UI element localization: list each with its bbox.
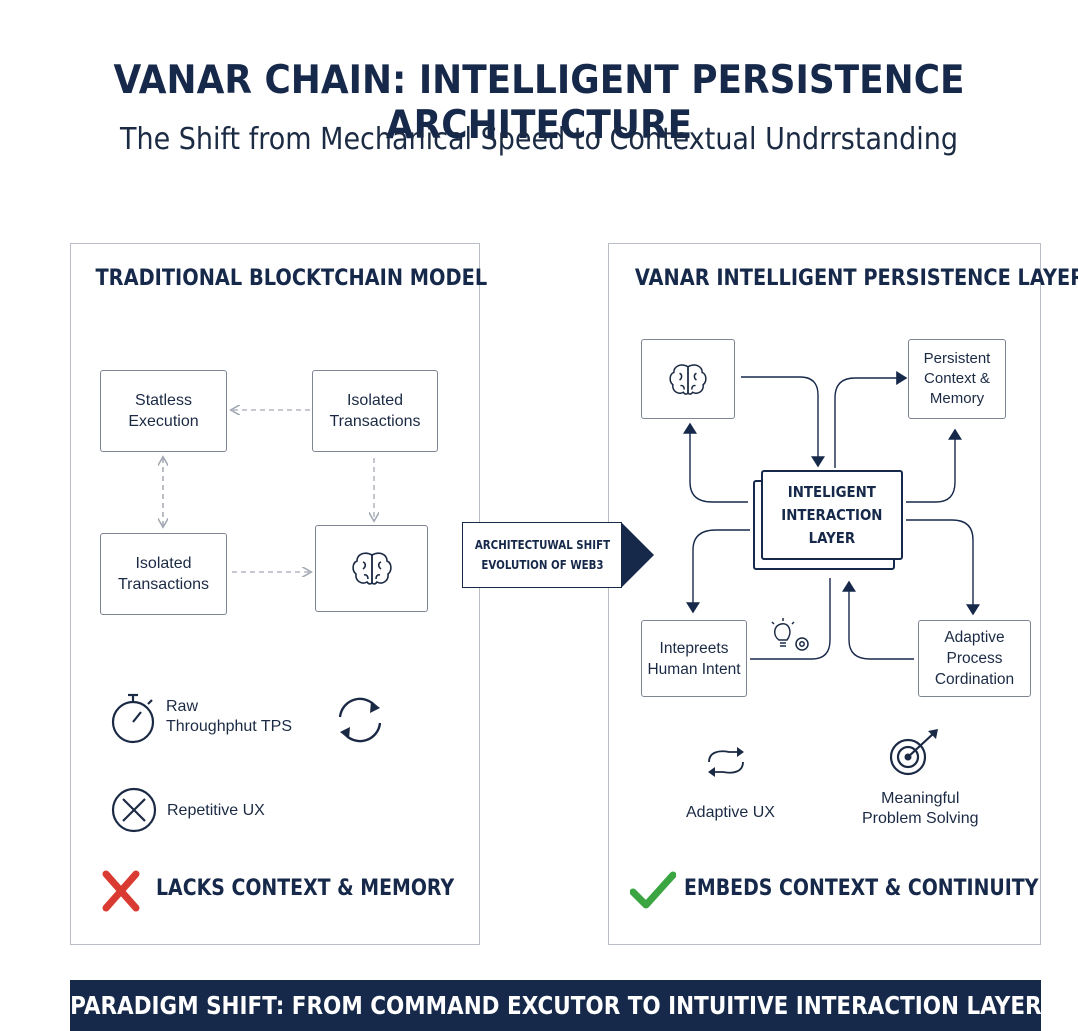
architectural-shift-box: ARCHITECTUWAL SHIFT EVOLUTION OF WEB3 xyxy=(462,522,622,588)
paradigm-shift-text: PARADIGM SHIFT: FROM COMMAND EXCUTOR TO … xyxy=(69,991,1042,1020)
interprets-intent-label: Intepreets Human Intent xyxy=(647,639,741,678)
green-check-icon xyxy=(630,871,676,909)
persistent-context-label: Persistent Context & Memory xyxy=(923,350,991,407)
shift-arrow-icon xyxy=(621,522,654,588)
isolated-transactions-label-bottom: Isolated Transactions xyxy=(118,555,209,593)
stateless-execution-label: Statless Execution xyxy=(128,392,199,430)
red-cross-icon xyxy=(102,870,140,912)
interprets-intent-node: Intepreets Human Intent xyxy=(641,620,747,697)
traditional-panel-title: TRADITIONAL BLOCKTCHAIN MODEL xyxy=(95,266,488,291)
adaptive-process-node: Adaptive Process Cordination xyxy=(918,620,1031,697)
vanar-panel-title: VANAR INTELLIGENT PERSISTENCE LAYER xyxy=(634,266,1078,291)
repetitive-ux-label: Repetitive UX xyxy=(167,802,265,819)
stateless-execution-node: Statless Execution xyxy=(100,370,227,452)
isolated-transactions-node-top: Isolated Transactions xyxy=(312,370,438,452)
adaptive-process-label: Adaptive Process Cordination xyxy=(934,629,1015,688)
brain-node-right xyxy=(641,339,735,419)
page-subtitle: The Shift from Mechanical Speed to Conte… xyxy=(119,122,959,157)
brain-icon xyxy=(352,552,392,585)
lightbulb-gear-icon xyxy=(771,618,809,651)
shift-label-line2: EVOLUTION OF WEB3 xyxy=(480,557,604,572)
cancel-circle-icon xyxy=(111,787,157,833)
isolated-transactions-node-bottom: Isolated Transactions xyxy=(100,533,227,615)
intelligent-interaction-label: INTELIGENT INTERACTION LAYER xyxy=(781,482,883,547)
isolated-transactions-label-top: Isolated Transactions xyxy=(329,392,421,430)
stopwatch-icon xyxy=(111,693,155,744)
paradigm-shift-banner: PARADIGM SHIFT: FROM COMMAND EXCUTOR TO … xyxy=(70,980,1041,1031)
lacks-context-status: LACKS CONTEXT & MEMORY xyxy=(156,876,455,901)
shift-label-line1: ARCHITECTUWAL SHIFT xyxy=(474,537,610,552)
adaptive-cycle-icon xyxy=(708,747,744,777)
refresh-cycle-icon xyxy=(338,697,382,743)
brain-node-left xyxy=(315,525,428,612)
adaptive-ux-label: Adaptive UX xyxy=(686,804,775,821)
target-icon xyxy=(889,729,938,776)
persistent-context-node: Persistent Context & Memory xyxy=(908,339,1006,419)
raw-throughput-label: Raw Throughphut TPS xyxy=(166,698,293,735)
embeds-context-status: EMBEDS CONTEXT & CONTINUITY xyxy=(684,876,1039,901)
brain-icon-right xyxy=(669,364,707,395)
problem-solving-label: Meaningful Problem Solving xyxy=(862,790,979,827)
page-title: VANAR CHAIN: INTELLIGENT PERSISTENCE ARC… xyxy=(113,58,965,148)
intelligent-interaction-layer: INTELIGENT INTERACTION LAYER xyxy=(761,470,903,560)
